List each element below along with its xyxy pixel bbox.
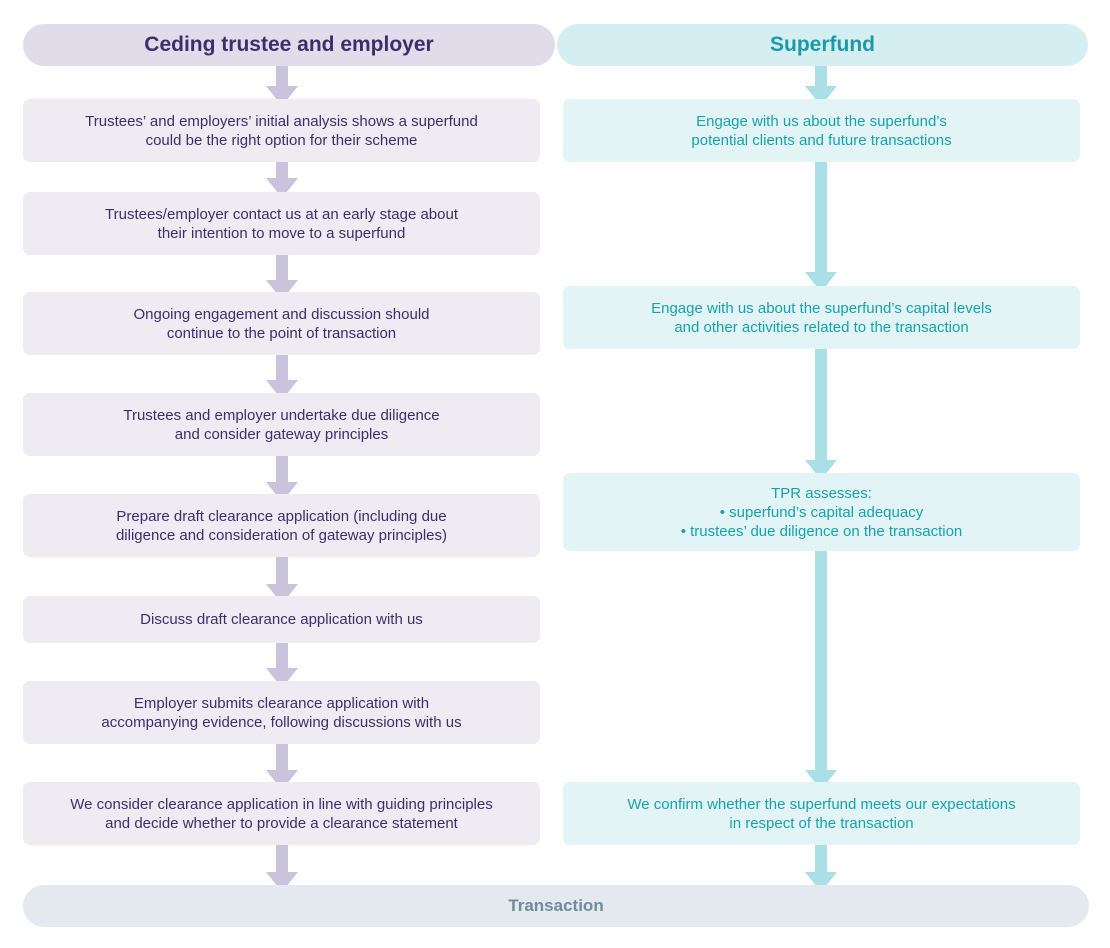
left-step-7: Employer submits clearance application w… — [23, 681, 540, 744]
arrow-down-icon — [266, 66, 298, 106]
right-step-4: We confirm whether the superfund meets o… — [563, 782, 1080, 845]
arrow-down-icon — [805, 66, 837, 106]
arrow-down-icon — [266, 845, 298, 892]
arrow-down-icon — [805, 845, 837, 892]
right-step-2: Engage with us about the superfund’s cap… — [563, 286, 1080, 349]
left-step-8: We consider clearance application in lin… — [23, 782, 540, 845]
right-step-3: TPR assesses: • superfund’s capital adeq… — [563, 473, 1080, 551]
arrow-down-icon — [266, 643, 298, 688]
left-step-3: Ongoing engagement and discussion should… — [23, 292, 540, 355]
right-column-header: Superfund — [557, 24, 1088, 66]
arrow-down-icon — [266, 255, 298, 300]
left-arrows — [266, 66, 298, 892]
left-step-5: Prepare draft clearance application (inc… — [23, 494, 540, 557]
arrow-down-icon — [266, 557, 298, 604]
left-step-1: Trustees’ and employers’ initial analysi… — [23, 99, 540, 162]
arrow-down-icon — [266, 456, 298, 502]
left-step-2: Trustees/employer contact us at an early… — [23, 192, 540, 255]
arrow-down-icon — [266, 162, 298, 198]
left-step-6: Discuss draft clearance application with… — [23, 596, 540, 643]
right-step-1: Engage with us about the superfund’s pot… — [563, 99, 1080, 162]
arrow-down-icon — [805, 349, 837, 480]
arrow-down-icon — [266, 355, 298, 400]
left-column-header: Ceding trustee and employer — [23, 24, 555, 66]
arrow-down-icon — [805, 162, 837, 292]
right-arrows — [805, 66, 837, 892]
left-step-4: Trustees and employer undertake due dili… — [23, 393, 540, 456]
transaction-footer: Transaction — [23, 885, 1089, 927]
arrow-down-icon — [805, 551, 837, 790]
arrow-down-icon — [266, 744, 298, 790]
